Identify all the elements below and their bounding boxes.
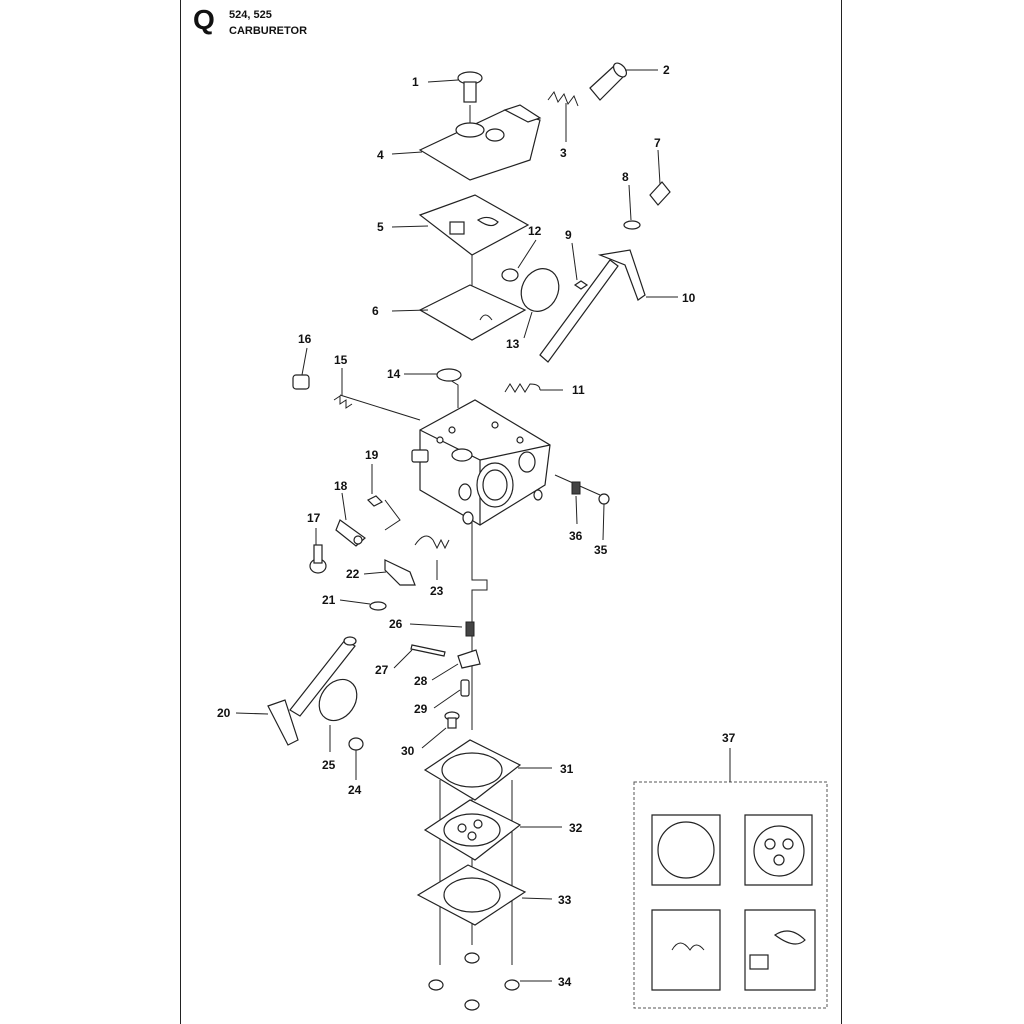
part-8-washer bbox=[623, 220, 641, 230]
part-13-throttle-plate bbox=[520, 268, 560, 312]
callout-32: 32 bbox=[569, 821, 583, 835]
callout-36: 36 bbox=[569, 529, 583, 543]
callout-34: 34 bbox=[558, 975, 572, 989]
carburetor-body bbox=[411, 399, 551, 526]
part-27-pin bbox=[410, 644, 446, 657]
part-9-clip bbox=[573, 280, 589, 290]
part-24-screw bbox=[348, 737, 364, 751]
part-22-lever bbox=[384, 559, 416, 586]
part-10-throttle-shaft bbox=[539, 249, 646, 363]
part-6-diaphragm bbox=[418, 284, 527, 341]
callout-30: 30 bbox=[401, 744, 415, 758]
part-12-bushing bbox=[501, 268, 519, 282]
callout-27: 27 bbox=[375, 663, 389, 677]
callout-18: 18 bbox=[334, 479, 348, 493]
part-28-needle-lever bbox=[457, 649, 481, 669]
callout-10: 10 bbox=[682, 291, 696, 305]
diagram-title: CARBURETOR bbox=[229, 25, 308, 37]
callout-33: 33 bbox=[558, 893, 572, 907]
callout-24: 24 bbox=[348, 783, 362, 797]
part-31-gasket bbox=[423, 739, 522, 801]
callout-37: 37 bbox=[722, 731, 736, 745]
part-29-needle bbox=[460, 679, 470, 697]
part-25-choke-plate bbox=[318, 678, 358, 722]
part-11-spring bbox=[504, 383, 541, 393]
part-2-fuel-inlet bbox=[589, 62, 628, 101]
callout-23: 23 bbox=[430, 584, 444, 598]
part-30-screw bbox=[444, 711, 460, 729]
part-4-cover bbox=[418, 104, 542, 181]
part-37-gasket-kit bbox=[633, 781, 828, 1009]
part-33-pump-cover bbox=[416, 864, 527, 926]
callout-9: 9 bbox=[565, 228, 572, 242]
part-19-clip bbox=[366, 495, 384, 507]
section-letter: Q bbox=[193, 4, 215, 35]
callout-1: 1 bbox=[412, 75, 419, 89]
callout-12: 12 bbox=[528, 224, 542, 238]
callout-16: 16 bbox=[298, 332, 312, 346]
callout-leader-lines bbox=[235, 69, 731, 982]
callout-11: 11 bbox=[572, 383, 585, 397]
part-14-ring bbox=[436, 368, 462, 382]
callout-22: 22 bbox=[346, 567, 360, 581]
part-7-fitting bbox=[649, 181, 671, 206]
part-17-screw bbox=[309, 544, 327, 574]
callout-26: 26 bbox=[389, 617, 403, 631]
callout-19: 19 bbox=[365, 448, 379, 462]
callout-35: 35 bbox=[594, 543, 608, 557]
model-numbers: 524, 525 bbox=[229, 9, 272, 21]
part-26-spring bbox=[465, 621, 475, 637]
part-21-washer bbox=[369, 601, 387, 611]
callout-13: 13 bbox=[506, 337, 520, 351]
callout-7: 7 bbox=[654, 136, 661, 150]
callout-15: 15 bbox=[334, 353, 348, 367]
callout-17: 17 bbox=[307, 511, 321, 525]
page-frame bbox=[180, 0, 842, 1024]
callout-20: 20 bbox=[217, 706, 231, 720]
part-35-ball bbox=[598, 493, 610, 505]
part-36-spring bbox=[571, 481, 581, 495]
callout-28: 28 bbox=[414, 674, 428, 688]
callout-numbers: 1 2 3 4 5 6 7 8 9 10 11 12 13 14 15 16 1… bbox=[217, 63, 736, 989]
part-5-gasket bbox=[418, 194, 530, 256]
part-3-spring bbox=[547, 90, 579, 107]
part-18-lever bbox=[335, 519, 366, 547]
part-15-spring bbox=[333, 395, 353, 409]
callout-4: 4 bbox=[377, 148, 384, 162]
callout-25: 25 bbox=[322, 758, 336, 772]
part-16-plug bbox=[292, 374, 310, 390]
callout-2: 2 bbox=[663, 63, 670, 77]
callout-3: 3 bbox=[560, 146, 567, 160]
part-32-pump-diaphragm bbox=[423, 799, 522, 861]
callout-8: 8 bbox=[622, 170, 629, 184]
callout-5: 5 bbox=[377, 220, 384, 234]
part-20-choke-shaft bbox=[267, 636, 357, 746]
part-34-screws bbox=[428, 952, 520, 1011]
callout-21: 21 bbox=[322, 593, 336, 607]
callout-31: 31 bbox=[560, 762, 574, 776]
callout-29: 29 bbox=[414, 702, 428, 716]
callout-14: 14 bbox=[387, 367, 401, 381]
callout-6: 6 bbox=[372, 304, 379, 318]
part-23-spring bbox=[414, 535, 450, 550]
part-1-screw bbox=[457, 71, 483, 103]
